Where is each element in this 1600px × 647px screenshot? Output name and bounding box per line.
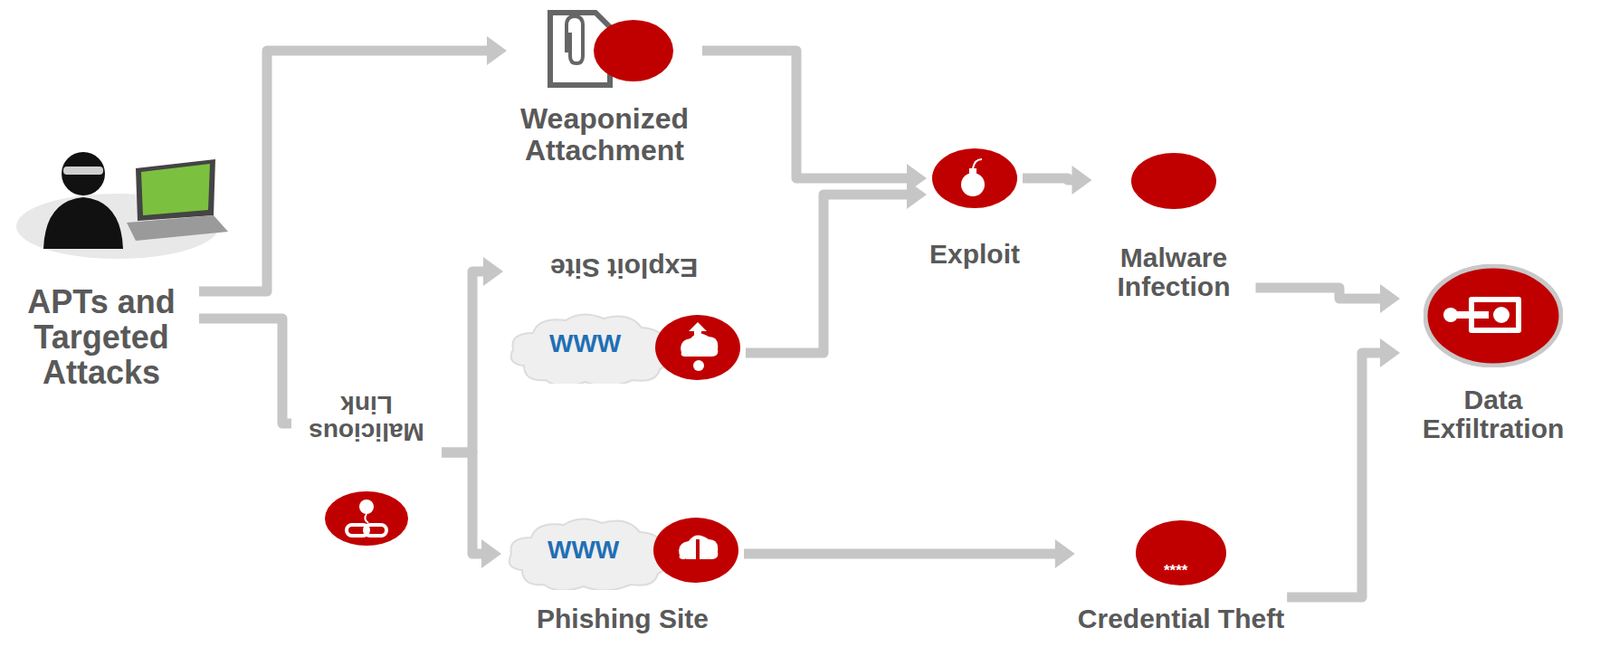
icon-shape [1443, 307, 1458, 323]
icon-shape [364, 524, 387, 536]
icon-shape [655, 314, 741, 381]
flow-connector [199, 318, 292, 424]
password-mask: **** [1163, 561, 1188, 581]
phishing-site-node: WWW Phishing Site [504, 514, 742, 634]
flow-connector [1256, 287, 1383, 299]
icon-shape [509, 518, 669, 591]
node-icon [1423, 264, 1563, 368]
arrow-head [481, 539, 502, 569]
icon-shape [932, 148, 1018, 209]
icon-shape [653, 517, 739, 583]
url-label: WWW [549, 329, 621, 359]
arrow-head [1380, 338, 1400, 368]
attachment-node: Weaponized Attachment [509, 5, 700, 166]
icon-shape [593, 19, 674, 82]
flow-connector [745, 194, 909, 353]
arrow-head [1380, 284, 1400, 314]
arrow-head [1055, 539, 1076, 569]
exploit-site-node: Exploit SiteWWW [505, 253, 743, 384]
laptop-screen [135, 159, 216, 221]
icon-shape [693, 360, 705, 372]
flow-connector [1022, 178, 1075, 181]
flow-connector [743, 549, 1058, 560]
attacker-mask [63, 166, 104, 175]
icon-shape [359, 499, 374, 515]
url-label: WWW [547, 535, 620, 565]
flow-connector [1286, 352, 1382, 598]
node-icon [1130, 152, 1218, 210]
node-label: Exploit [929, 239, 1020, 269]
attacker-body [43, 197, 124, 249]
attacker-head [61, 152, 105, 196]
icon-shape [961, 172, 985, 197]
icon-graphic [504, 514, 742, 591]
node-icon [931, 148, 1019, 210]
node-label: Weaponized Attachment [509, 103, 700, 166]
icon-graphic [323, 490, 410, 547]
flow-connector [441, 452, 484, 554]
icon-shape [566, 16, 583, 64]
node-icon: **** [1134, 520, 1228, 587]
arrow-head [486, 36, 507, 66]
icon-shape [972, 159, 982, 169]
arrow-head [906, 180, 927, 210]
flow-connector [199, 50, 489, 292]
icon-shape [686, 539, 699, 567]
node-label: Data Exfiltration [1402, 385, 1584, 445]
arrow-head [1072, 165, 1093, 195]
node-label: Phishing Site [536, 604, 709, 634]
icon-graphic [931, 148, 1019, 210]
node-label: APTs and Targeted Attacks [6, 285, 197, 391]
icon-shape [364, 514, 369, 524]
exfiltration-node: Data Exfiltration [1402, 264, 1584, 445]
node-icon [532, 5, 677, 93]
node-icon [323, 490, 410, 547]
attacker-node: APTs and Targeted Attacks [6, 285, 197, 391]
flow-connector [702, 50, 909, 179]
flow-connector [441, 271, 486, 453]
malicious-link-node: Malicious Link [294, 390, 439, 547]
icon-graphic [1130, 152, 1218, 210]
icon-shape [1493, 306, 1510, 324]
exploit-node: Exploit [929, 148, 1020, 269]
credential-node: **** Credential Theft [1077, 520, 1285, 634]
node-label: Exploit Site [550, 253, 698, 283]
laptop-base [126, 215, 229, 241]
node-icon: WWW [505, 309, 743, 384]
icon-shape [511, 314, 671, 385]
node-label: Malware Infection [1095, 243, 1254, 303]
icon-shape [1425, 266, 1562, 366]
icon-graphic [505, 309, 743, 384]
node-label: Malicious Link [294, 390, 439, 446]
laptop-display [141, 163, 210, 216]
icon-shape [324, 491, 409, 546]
malware-node: Malware Infection [1095, 152, 1254, 303]
icon-graphic [532, 5, 677, 93]
icon-shape [688, 322, 707, 339]
icon-shape [1131, 152, 1217, 210]
icon-shape [1135, 520, 1227, 586]
icon-graphic [1423, 264, 1563, 368]
node-icon: WWW [504, 514, 742, 591]
arrow-head [483, 257, 504, 286]
icon-shape [969, 168, 977, 175]
node-label: Credential Theft [1077, 604, 1285, 634]
